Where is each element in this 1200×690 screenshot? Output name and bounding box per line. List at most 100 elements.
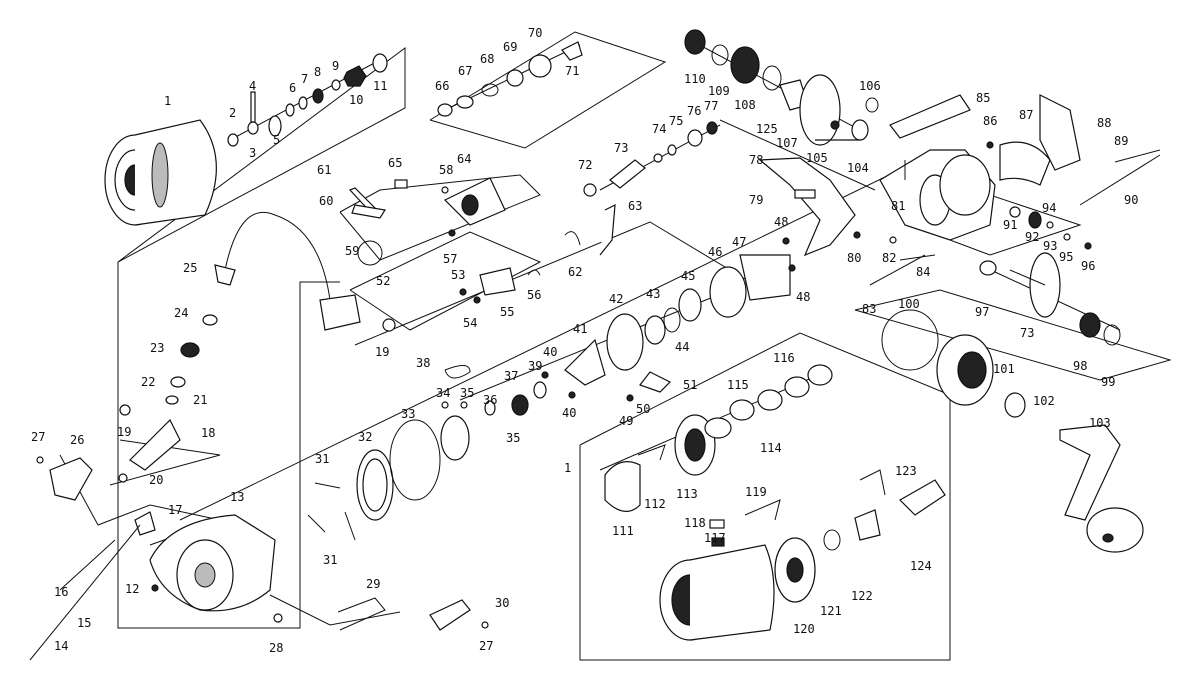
callout-60: 60 <box>319 194 333 208</box>
callout-33: 33 <box>401 407 415 421</box>
callout-94: 94 <box>1042 201 1056 215</box>
callout-121: 121 <box>820 604 842 618</box>
part-gear-group <box>881 206 1121 418</box>
callout-107: 107 <box>776 136 798 150</box>
callout-104: 104 <box>847 161 869 175</box>
callout-8: 8 <box>314 65 321 79</box>
callout-44: 44 <box>675 340 689 354</box>
callout-13: 13 <box>230 490 244 504</box>
callout-92: 92 <box>1025 230 1039 244</box>
part-handle <box>1059 424 1144 553</box>
callout-118: 118 <box>684 516 706 530</box>
callout-56: 56 <box>527 288 541 302</box>
callout-28: 28 <box>269 641 283 655</box>
callout-10: 10 <box>349 93 363 107</box>
part-rotor-arm-left <box>36 456 93 501</box>
callout-26: 26 <box>70 433 84 447</box>
callout-85: 85 <box>976 91 990 105</box>
callout-23: 23 <box>150 341 164 355</box>
callout-110: 110 <box>684 72 706 86</box>
callout-11: 11 <box>373 79 387 93</box>
callout-4: 4 <box>249 79 256 93</box>
callout-37: 37 <box>504 369 518 383</box>
part-line-roller <box>118 314 218 483</box>
callout-38: 38 <box>416 356 430 370</box>
part-spool-top <box>104 119 217 226</box>
callout-97: 97 <box>975 305 989 319</box>
callout-14: 14 <box>54 639 68 653</box>
callout-76: 76 <box>687 104 701 118</box>
callout-68: 68 <box>480 52 494 66</box>
callout-108: 108 <box>734 98 756 112</box>
part-oscillation-group <box>348 177 541 304</box>
callout-41: 41 <box>573 322 587 336</box>
callout-47: 47 <box>732 235 746 249</box>
callout-19b: 19 <box>375 345 389 359</box>
callout-112: 112 <box>644 497 666 511</box>
callout-73b: 73 <box>1020 326 1034 340</box>
callout-25: 25 <box>183 261 197 275</box>
callout-79: 79 <box>749 193 763 207</box>
callout-30: 30 <box>495 596 509 610</box>
callout-35: 35 <box>460 386 474 400</box>
callout-48b: 48 <box>796 290 810 304</box>
callout-101: 101 <box>993 362 1015 376</box>
callout-120: 120 <box>793 622 815 636</box>
callout-50: 50 <box>636 402 650 416</box>
callout-27b: 27 <box>479 639 493 653</box>
callout-57: 57 <box>443 252 457 266</box>
callout-62: 62 <box>568 265 582 279</box>
callout-88: 88 <box>1097 116 1111 130</box>
callout-109: 109 <box>708 84 730 98</box>
callout-54: 54 <box>463 316 477 330</box>
callout-70: 70 <box>528 26 542 40</box>
part-pinion-group <box>684 29 879 146</box>
callout-113: 113 <box>676 487 698 501</box>
callout-105: 105 <box>806 151 828 165</box>
callout-52: 52 <box>376 274 390 288</box>
callout-40: 40 <box>543 345 557 359</box>
callout-71: 71 <box>565 64 579 78</box>
callout-7: 7 <box>301 72 308 86</box>
callout-96: 96 <box>1081 259 1095 273</box>
callout-81: 81 <box>891 199 905 213</box>
callout-58: 58 <box>439 163 453 177</box>
callout-20: 20 <box>149 473 163 487</box>
callout-122: 122 <box>851 589 873 603</box>
callout-87: 87 <box>1019 108 1033 122</box>
callout-86: 86 <box>983 114 997 128</box>
callout-27: 27 <box>31 430 45 444</box>
callout-103: 103 <box>1089 416 1111 430</box>
callout-51: 51 <box>683 378 697 392</box>
callout-24: 24 <box>174 306 188 320</box>
part-drag-stack <box>227 53 388 147</box>
part-bail-wire <box>214 211 396 332</box>
callout-77: 77 <box>704 99 718 113</box>
callout-9: 9 <box>332 59 339 73</box>
callout-123: 123 <box>895 464 917 478</box>
callout-34: 34 <box>436 386 450 400</box>
part-body <box>758 94 1161 286</box>
callout-29: 29 <box>366 577 380 591</box>
callout-46: 46 <box>708 245 722 259</box>
callout-90: 90 <box>1124 193 1138 207</box>
part-main-shaft <box>437 41 718 256</box>
callout-32: 32 <box>358 430 372 444</box>
callout-6: 6 <box>289 81 296 95</box>
callout-22: 22 <box>141 375 155 389</box>
callout-59: 59 <box>345 244 359 258</box>
callout-100: 100 <box>898 297 920 311</box>
callout-124: 124 <box>910 559 932 573</box>
callout-12: 12 <box>125 582 139 596</box>
callout-72: 72 <box>578 158 592 172</box>
callout-53: 53 <box>451 268 465 282</box>
callout-40b: 40 <box>562 406 576 420</box>
callout-17: 17 <box>168 503 182 517</box>
callout-111: 111 <box>612 524 634 538</box>
callout-80: 80 <box>847 251 861 265</box>
callout-84: 84 <box>916 265 930 279</box>
callout-119: 119 <box>745 485 767 499</box>
callout-83: 83 <box>862 302 876 316</box>
callout-65: 65 <box>388 156 402 170</box>
